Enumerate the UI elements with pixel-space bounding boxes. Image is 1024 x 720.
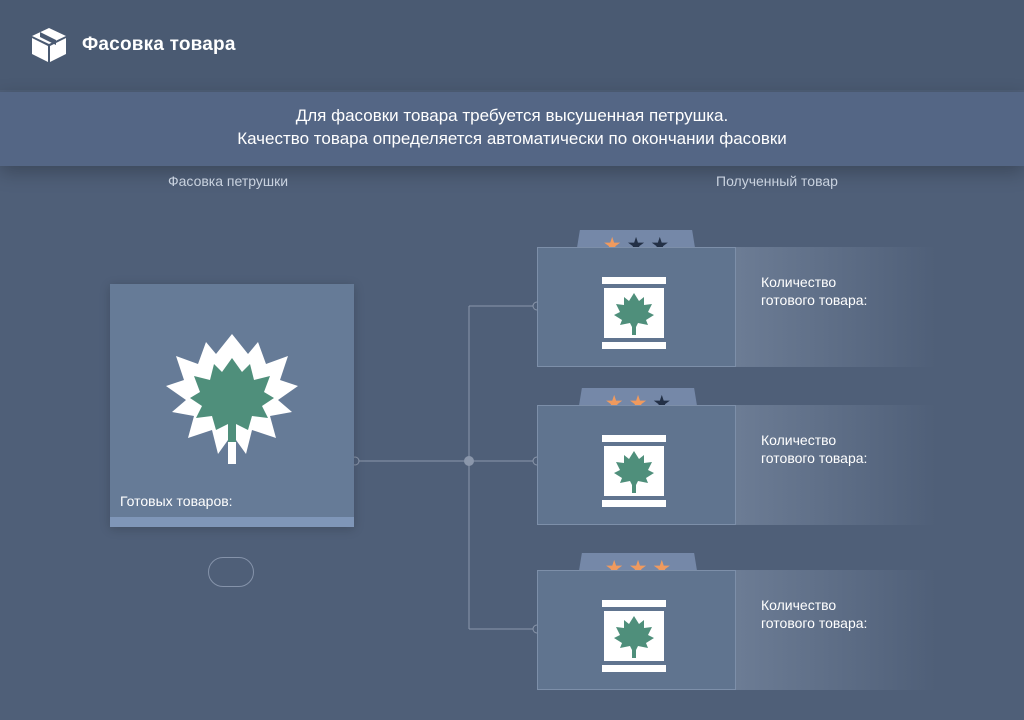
quantity-label-line1: Количество	[761, 432, 837, 448]
parsley-package-icon	[602, 435, 666, 507]
app-header: Фасовка товара	[0, 0, 1024, 90]
column-heading-result: Полученный товар	[716, 173, 838, 189]
parsley-leaf-icon	[166, 334, 298, 464]
page-title: Фасовка товара	[82, 34, 236, 55]
quantity-panel-1	[736, 247, 936, 367]
result-slot-2[interactable]	[537, 405, 736, 525]
quantity-label-line1: Количество	[761, 274, 837, 290]
parsley-package-icon	[602, 600, 666, 672]
column-heading-packing: Фасовка петрушки	[168, 173, 289, 189]
box-icon	[32, 28, 66, 62]
banner-line-1: Для фасовки товара требуется высушенная …	[295, 106, 729, 125]
result-slot-3[interactable]	[537, 570, 736, 690]
quantity-label-line2: готового товара:	[761, 450, 868, 466]
quantity-panel-2	[736, 405, 936, 525]
banner-line-2: Качество товара определяется автоматичес…	[237, 129, 787, 148]
quantity-label-2: Количество готового товара:	[761, 431, 867, 467]
quantity-label-line1: Количество	[761, 597, 837, 613]
ready-goods-label: Готовых товаров:	[120, 493, 233, 509]
quantity-panel-3	[736, 570, 936, 690]
info-banner: Для фасовки товара требуется высушенная …	[0, 92, 1024, 166]
quantity-label-line2: готового товара:	[761, 292, 868, 308]
quantity-label-line2: готового товара:	[761, 615, 868, 631]
parsley-package-icon	[602, 277, 666, 349]
quantity-label-1: Количество готового товара:	[761, 273, 867, 309]
quantity-label-3: Количество готового товара:	[761, 596, 867, 632]
result-slot-1[interactable]	[537, 247, 736, 367]
parsley-source-slot[interactable]: Готовых товаров:	[110, 284, 354, 527]
start-toggle-button[interactable]	[208, 557, 254, 587]
progress-bar	[110, 517, 354, 527]
